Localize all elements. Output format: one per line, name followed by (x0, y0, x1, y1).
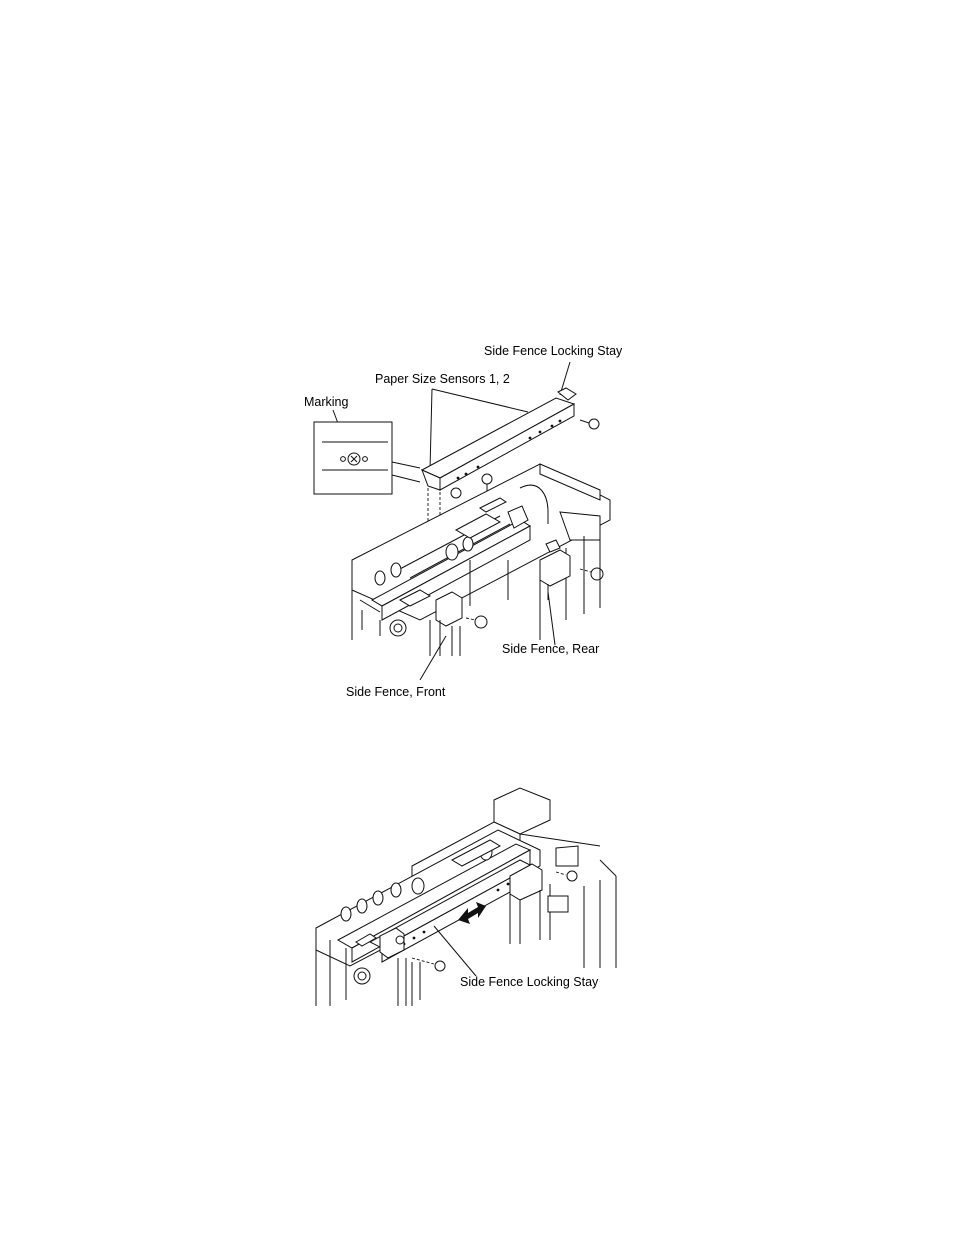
marking-inset (313, 421, 393, 495)
label-side-fence-rear: Side Fence, Rear (502, 642, 600, 656)
label-side-fence-locking-stay-bottom: Side Fence Locking Stay (460, 975, 599, 989)
label-paper-size-sensors: Paper Size Sensors 1, 2 (375, 372, 510, 386)
double-arrow-icon (458, 902, 486, 924)
top-leader-lines (332, 361, 571, 681)
locking-stay-part (420, 387, 604, 629)
tray-body-top (351, 463, 611, 656)
bottom-leader-line (433, 925, 477, 977)
label-marking: Marking (304, 395, 349, 409)
label-side-fence-locking-stay-top: Side Fence Locking Stay (484, 344, 623, 358)
tray-body-bottom (315, 787, 617, 1006)
label-side-fence-front: Side Fence, Front (346, 685, 446, 699)
